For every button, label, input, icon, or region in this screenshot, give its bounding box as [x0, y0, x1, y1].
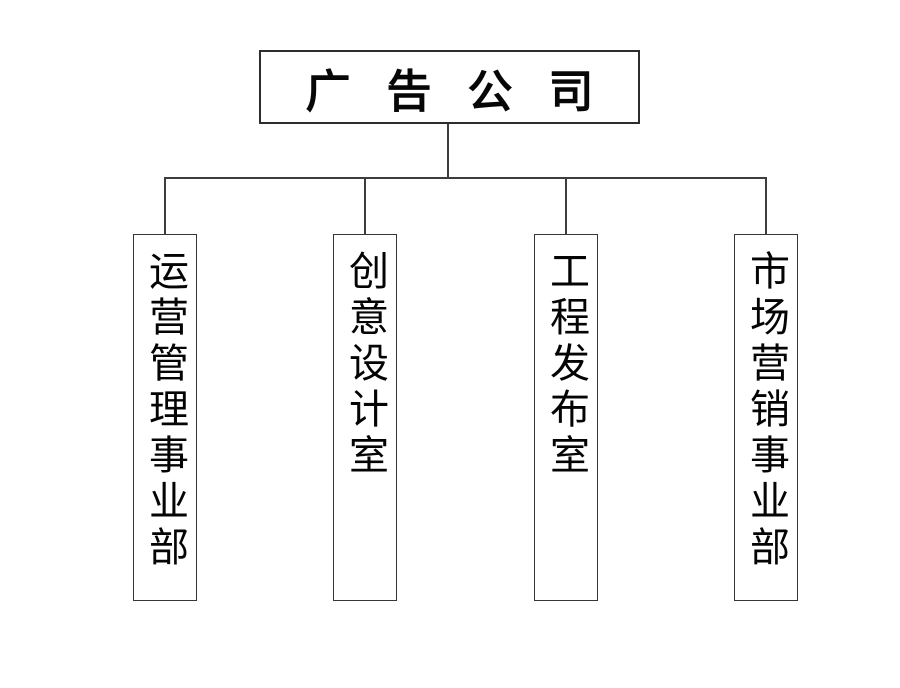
- connector-horizontal-rail: [164, 177, 767, 179]
- dept-label-operations: 运营管理事业部: [142, 250, 188, 572]
- connector-drop-operations: [164, 178, 166, 234]
- dept-label-engineering-release: 工程发布室: [543, 250, 589, 480]
- org-root-label: 广告公司: [305, 64, 630, 118]
- dept-box-operations: 运营管理事业部: [133, 234, 197, 601]
- dept-label-marketing: 市场营销事业部: [743, 250, 789, 572]
- dept-box-engineering-release: 工程发布室: [534, 234, 598, 601]
- dept-box-marketing: 市场营销事业部: [734, 234, 798, 601]
- dept-box-creative-design: 创意设计室: [333, 234, 397, 601]
- connector-drop-marketing: [765, 178, 767, 234]
- connector-drop-engineering: [565, 178, 567, 234]
- dept-label-creative-design: 创意设计室: [342, 250, 388, 480]
- connector-root-stub: [447, 124, 449, 178]
- org-root-box: 广告公司: [259, 50, 640, 124]
- connector-drop-creative: [364, 178, 366, 234]
